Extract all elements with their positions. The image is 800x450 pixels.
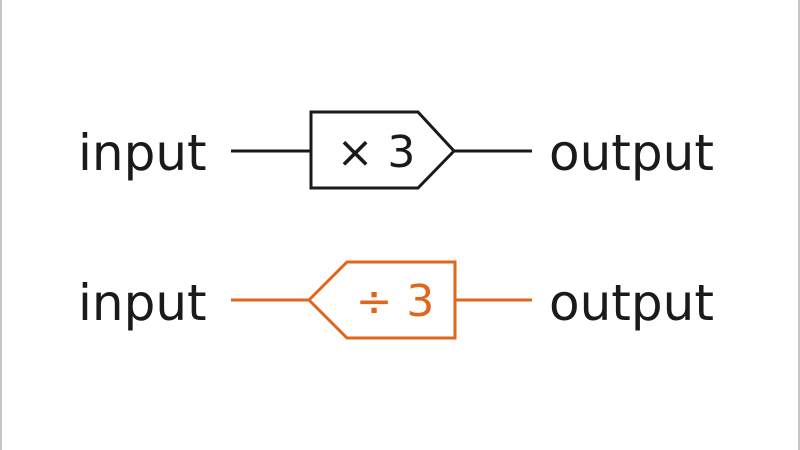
- output-label: output: [549, 124, 714, 182]
- divide-operation-label: ÷ 3: [356, 276, 435, 327]
- function-machine-divide: input ÷ 3 output: [78, 260, 714, 340]
- output-label: output: [549, 274, 714, 332]
- function-machine-multiply: input × 3 output: [78, 110, 714, 190]
- input-label: input: [78, 124, 207, 182]
- multiply-operation-box: [309, 110, 457, 190]
- input-label: input: [78, 274, 207, 332]
- multiply-operation-label: × 3: [337, 127, 416, 178]
